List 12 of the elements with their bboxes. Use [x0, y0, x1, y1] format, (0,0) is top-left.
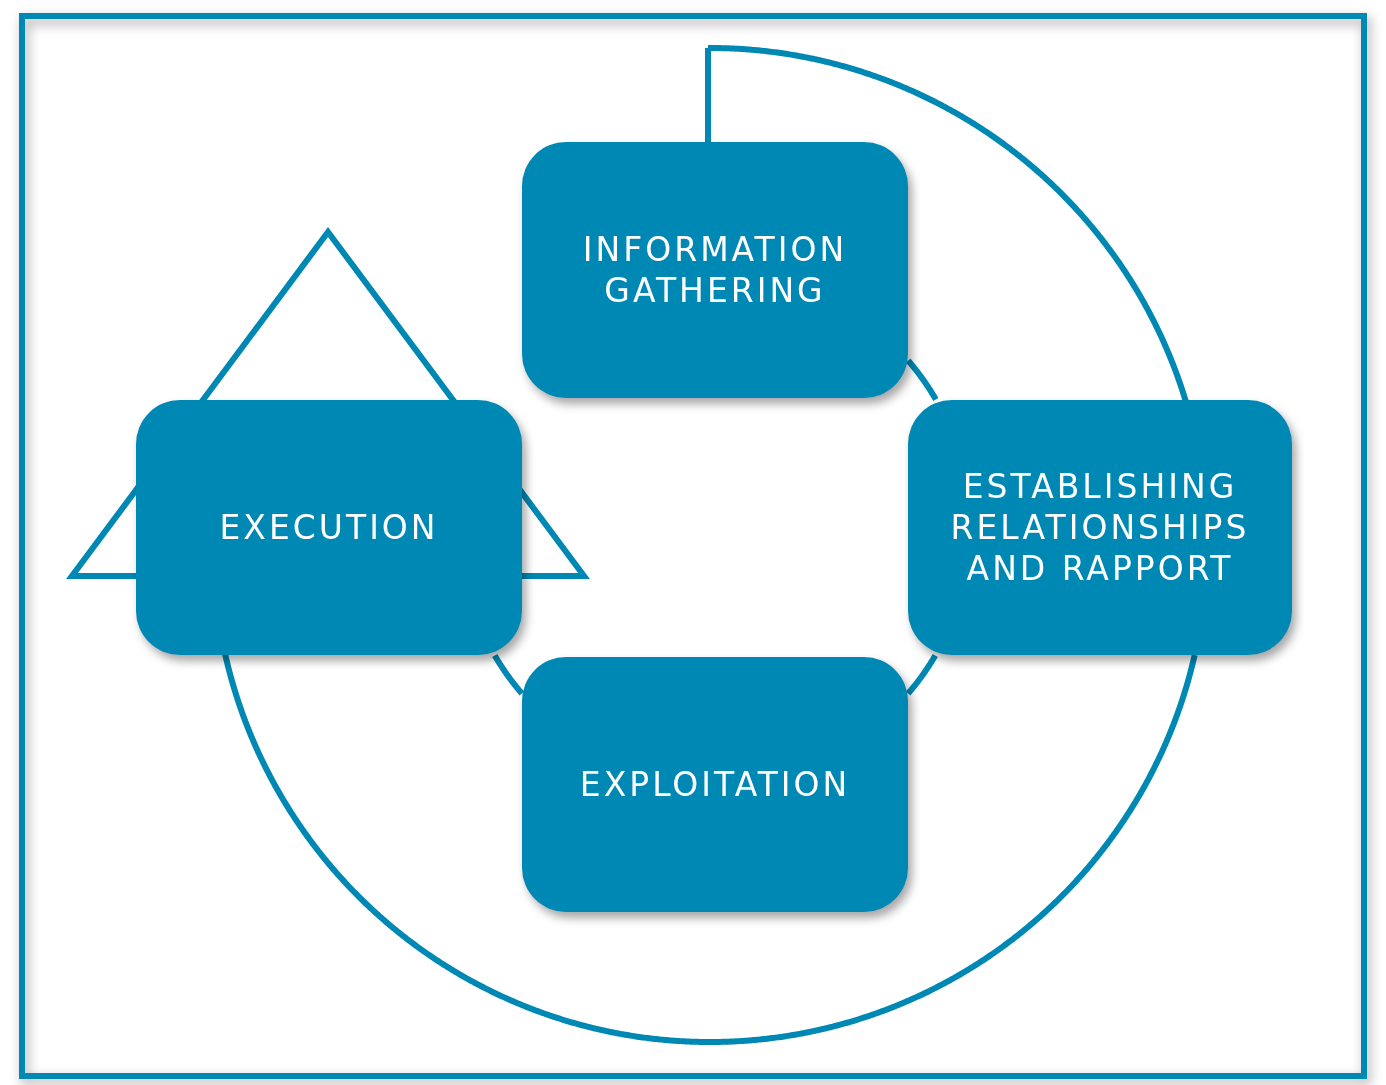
process-box: [908, 400, 1292, 655]
box-label: ESTABLISHING RELATIONSHIPS AND RAPPORT: [949, 465, 1251, 590]
connector-line: [905, 653, 938, 696]
process-box: [522, 657, 908, 912]
box-label: EXECUTION: [218, 506, 440, 549]
connector-line: [705, 45, 1189, 403]
process-box: [522, 142, 908, 398]
connector-line: [905, 358, 939, 402]
box-label: INFORMATION GATHERING: [581, 228, 849, 312]
process-box: [136, 400, 522, 655]
connector-line: [222, 652, 1198, 1045]
box-label: EXPLOITATION: [578, 763, 852, 806]
